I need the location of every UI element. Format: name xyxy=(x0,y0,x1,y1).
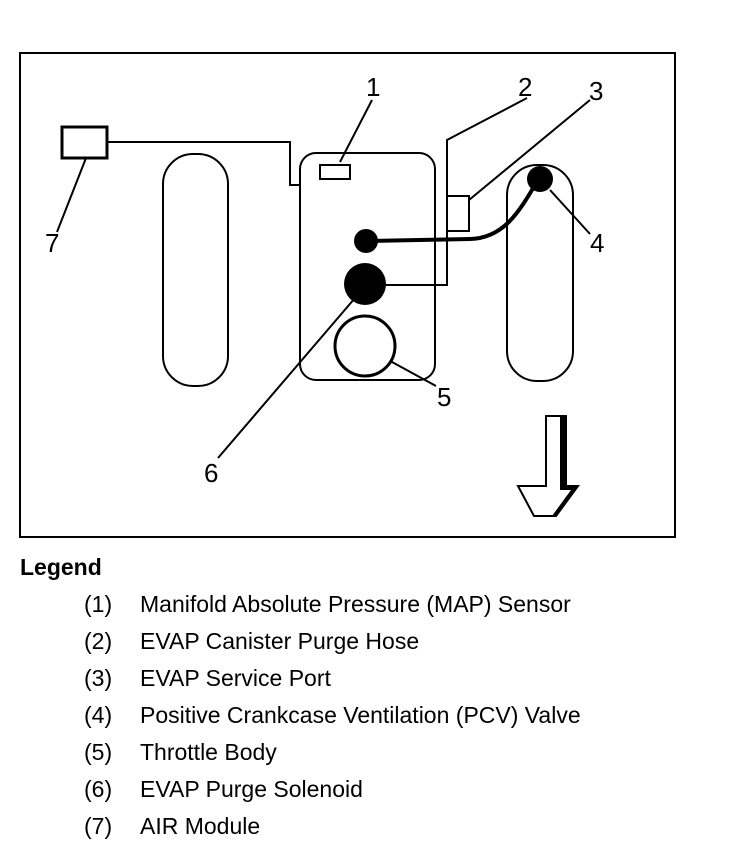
legend-item-air-module: (7) AIR Module xyxy=(84,810,581,847)
legend-item-label: Throttle Body xyxy=(140,739,277,765)
callout-2: 2 xyxy=(518,72,532,102)
legend-item-evap-canister-purge-hose: (2) EVAP Canister Purge Hose xyxy=(84,625,581,662)
legend-item-pcv-valve: (4) Positive Crankcase Ventilation (PCV) … xyxy=(84,699,581,736)
leader-line-4 xyxy=(549,189,591,235)
callout-3: 3 xyxy=(589,76,603,106)
evap-purge-solenoid xyxy=(344,263,386,305)
intake-plenum xyxy=(299,152,436,381)
evap-service-port xyxy=(446,195,470,232)
legend-item-evap-purge-solenoid: (6) EVAP Purge Solenoid xyxy=(84,773,581,810)
right-cylinder-bank xyxy=(506,164,574,382)
legend-item-evap-service-port: (3) EVAP Service Port xyxy=(84,662,581,699)
evap-canister-purge-hose xyxy=(367,97,528,286)
diagram-frame xyxy=(19,52,676,538)
front-direction-arrow-shadow xyxy=(552,416,578,516)
air-module-line xyxy=(107,141,300,186)
legend-item-number: (2) xyxy=(84,628,113,654)
legend-title: Legend xyxy=(20,554,102,580)
front-direction-arrow-icon xyxy=(516,415,580,517)
callout-1: 1 xyxy=(366,72,380,102)
legend-item-label: Positive Crankcase Ventilation (PCV) Val… xyxy=(140,702,581,728)
leader-line-1 xyxy=(339,99,373,163)
leader-line-3 xyxy=(468,99,591,201)
callout-7: 7 xyxy=(45,228,59,258)
pcv-fitting xyxy=(354,229,378,253)
legend-item-map-sensor: (1) Manifold Absolute Pressure (MAP) Sens… xyxy=(84,588,581,625)
legend-item-label: EVAP Service Port xyxy=(140,665,331,691)
pcv-hose xyxy=(366,178,540,243)
leader-line-7 xyxy=(56,157,87,233)
map-sensor xyxy=(319,164,351,180)
legend-item-number: (4) xyxy=(84,702,113,728)
legend-item-number: (7) xyxy=(84,813,113,839)
legend-item-label: EVAP Canister Purge Hose xyxy=(140,628,420,654)
callout-6: 6 xyxy=(204,458,218,488)
legend-item-number: (5) xyxy=(84,739,113,765)
pcv-valve xyxy=(527,166,553,192)
leader-line-5 xyxy=(391,361,437,387)
legend-item-number: (3) xyxy=(84,665,113,691)
legend-item-number: (1) xyxy=(84,591,113,617)
legend-list: (1) Manifold Absolute Pressure (MAP) Sens… xyxy=(84,588,581,847)
left-cylinder-bank xyxy=(162,153,229,387)
legend-item-number: (6) xyxy=(84,776,113,802)
callout-5: 5 xyxy=(437,382,451,412)
leader-line-6 xyxy=(217,297,356,459)
legend-item-throttle-body: (5) Throttle Body xyxy=(84,736,581,773)
legend-item-label: EVAP Purge Solenoid xyxy=(140,776,363,802)
callout-4: 4 xyxy=(590,228,604,258)
legend-item-label: AIR Module xyxy=(140,813,261,839)
throttle-body xyxy=(333,314,397,378)
air-module xyxy=(60,125,109,160)
legend-item-label: Manifold Absolute Pressure (MAP) Sensor xyxy=(140,591,571,617)
engine-component-diagram: 1 2 3 4 5 6 7 xyxy=(19,52,676,538)
